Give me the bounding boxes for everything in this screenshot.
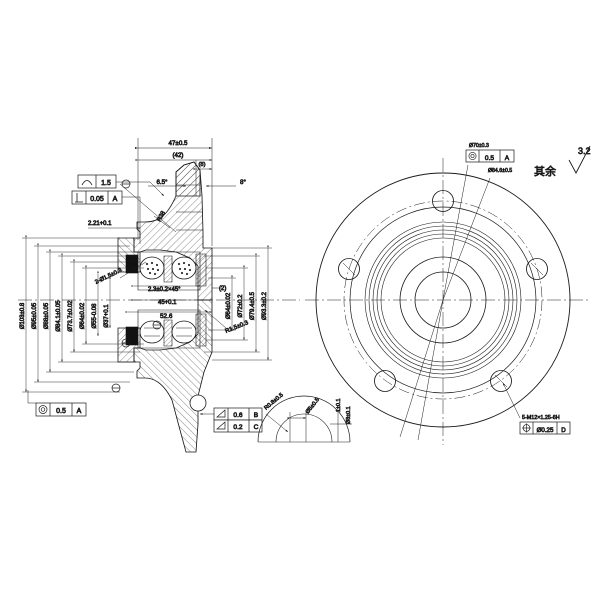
seal-lower-right [195,313,207,347]
right-dimension-stack [204,245,272,361]
dim-r1-5: R1.5±0.3 [225,320,250,335]
gdt-concentricity-front: 0.5 A [465,149,515,163]
angularity-b-value: 0.6 [233,412,242,419]
ball-bearing-row1-lower [139,320,165,344]
section-view: 47±0.5 (42) (8) 6.5° 8° R38 1.5 0.05 [18,138,300,453]
hub-body-lower [133,299,213,453]
inner-dimension-lines [88,227,227,329]
angle-8: 8° [240,179,246,186]
dim-d103: Ø103±0.8 [20,302,26,329]
outer-flange-circle [315,172,571,428]
front-view: 0.5 A Ø70±0.3 Ø84.6±0.5 5-M12×1.25-6H Ø0… [305,143,590,445]
seal-upper-right [195,253,207,287]
ball-bearing-row2-upper [171,256,197,280]
gdt-perpendicularity-frame: 0.05 A [71,190,141,244]
dim-d79-4: Ø79.4±0.5 [250,291,256,320]
angle-6-5: 6.5° [156,179,168,186]
dim-d37: Ø37+0.1 [104,304,110,328]
hub-circle-66 [376,233,510,367]
general-surface-note: 其余 3.2 [534,145,591,179]
ball-bearing-row2-lower [171,320,197,344]
hub-bore-inner [414,271,472,329]
bolt-hole-5 [338,258,360,280]
hub-circle-70 [372,229,514,371]
ball-texture-1 [145,261,160,276]
seal-upper-left [125,254,139,274]
thread-spec-label: 5-M12×1.25-6H [522,415,560,421]
position-tolerance-value: Ø0.25 [537,427,554,434]
bearing-cage-upper [163,255,173,283]
dim-45: 45+0.1 [158,300,177,306]
detail-arc-view: R0.8±0.5 Ø5±0.5 1±0.1 Ø8±0.1 [257,392,352,443]
dim-d84-1: Ø84.1±0.05 [56,300,62,332]
dim-d88: Ø88±0.05 [44,302,50,329]
angularity-c-datum: C [254,424,259,431]
roughness-symbol-icon [568,145,591,174]
dim-2-hole-1-5: 2-Ø1.5±0.3 [94,268,123,286]
bearing-assembly-lower [125,309,207,349]
hub-circle-78 [364,221,522,379]
hub-circle-62 [380,237,506,363]
dim-ref-2: (2) [219,286,226,292]
perpendicularity-datum: A [113,196,118,203]
dim-d95: Ø95±0.05 [32,302,38,329]
angularity-c-value: 0.2 [233,424,242,431]
dim-d64-right: Ø64±0.02 [226,292,232,319]
front-concentricity-datum: A [505,155,510,162]
bolt-hole-group [338,190,548,392]
detail-d8: Ø8±0.1 [346,406,352,424]
dim-chamfer-2-3: 2.3±0.2×45° [148,287,181,293]
bearing-cage-lower [163,319,173,347]
radius-r38: R38 [156,210,167,223]
profile-tolerance-value: 1.5 [101,180,111,187]
hub-circle-93 [349,206,537,394]
bolt-circle [343,200,543,400]
front-concentricity-value: 0.5 [485,155,494,162]
dim-52-6: 52.6 [160,313,173,320]
front-dim-d84-6: Ø84.6±0.5 [488,168,512,174]
detail-d5: Ø5±0.5 [305,397,321,415]
hub-circle-74 [368,225,518,375]
perpendicularity-value: 0.05 [90,196,104,203]
thread-callout: 5-M12×1.25-6H Ø0.25 D [519,415,571,435]
gdt-angularity-frames: 0.6 B 0.2 C [200,407,263,433]
surface-roughness-value: 3.2 [578,146,591,156]
dim-ref-42: (42) [172,152,183,159]
dim-d72: Ø72±0.2 [238,294,244,318]
flange-leg-hole [189,394,207,412]
gdt-profile-frame: 1.5 [77,174,165,197]
bolt-hole-1 [432,190,454,212]
dim-d64-left: Ø64±0.02 [80,302,86,329]
hub-bore-outer [399,256,487,344]
dim-ref-8: (8) [198,162,205,168]
dim-overall-width: 47±0.5 [169,140,188,147]
position-tolerance-datum: D [561,427,566,434]
left-dimension-stack [22,235,144,393]
datum-target-symbols [111,179,162,393]
angularity-b-datum: B [254,412,259,419]
bolt-hole-2 [526,258,548,280]
bolt-hole-4 [374,370,396,392]
seal-lower-left [125,326,139,346]
front-leader-lines [399,164,521,441]
ball-texture-2 [177,261,192,276]
stud-boss [175,161,203,231]
front-dim-d70: Ø70±0.3 [469,143,489,149]
bolt-hole-3 [490,370,512,392]
remainder-note-label: 其余 [534,164,556,178]
detail-1: 1±0.1 [336,399,342,412]
dim-d73-7: Ø73.7±0.02 [68,300,74,332]
dim-d55: Ø55-0.08 [92,303,98,329]
top-dimension-group [134,138,213,246]
concentricity-datum: A [77,408,82,415]
gdt-concentricity-frame: 0.5 A [27,390,87,417]
concentricity-value: 0.5 [56,408,66,415]
dim-d93-3: Ø93.3±0.2 [262,291,268,320]
dim-2-21: 2.21+0.1 [88,221,112,227]
